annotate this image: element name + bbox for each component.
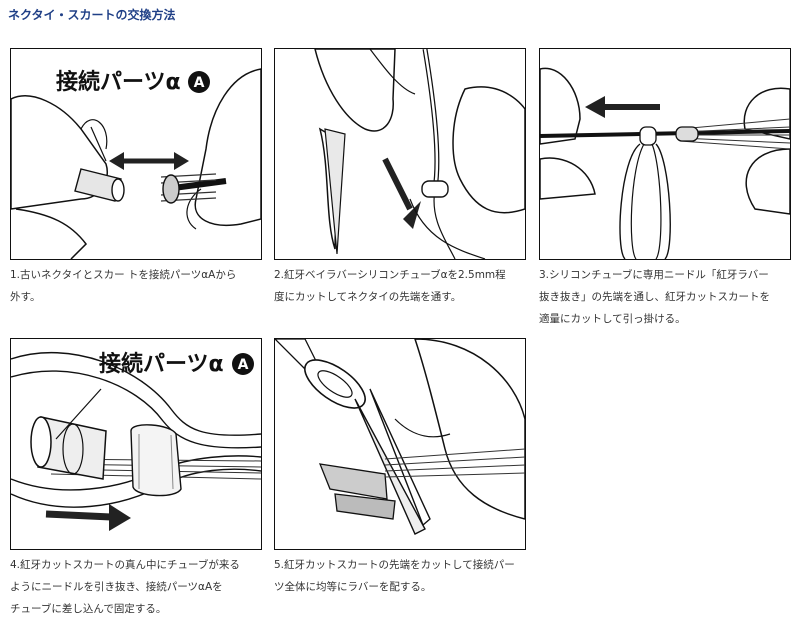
step-5-caption: 5.紅牙カットスカートの先端をカットして接続パー ツ全体に均等にラバーを配する。: [274, 554, 526, 598]
step-1-caption-line-1: 1.古いネクタイとスカー トを接続パーツαAから: [10, 269, 237, 281]
step-4-caption-line-3: チューブに差し込んで固定する。: [10, 603, 167, 615]
step-4-part-label: 接続パーツα: [99, 351, 224, 377]
step-3-illustration: [539, 48, 791, 260]
step-2-illustration: [274, 48, 526, 260]
step-4-badge: A: [238, 357, 249, 373]
step-3-caption-line-1: 3.シリコンチューブに専用ニードル「紅牙ラバー: [539, 269, 769, 281]
step-3-caption-line-3: 適量にカットして引っ掛ける。: [539, 313, 686, 325]
step-3-caption-line-2: 抜き抜き」の先端を通し、紅牙カットスカートを: [539, 291, 770, 303]
step-2-caption-line-2: 度にカットしてネクタイの先端を通す。: [274, 291, 462, 303]
step-5-caption-line-1: 5.紅牙カットスカートの先端をカットして接続パー: [274, 559, 515, 571]
step-4-illustration: 接続パーツα A: [10, 338, 262, 550]
step-1-caption-line-2: 外す。: [10, 291, 41, 303]
step-2-caption: 2.紅牙ベイラバーシリコンチューブαを2.5mm程 度にカットしてネクタイの先端…: [274, 264, 526, 308]
page-title: ネクタイ・スカートの交換方法: [8, 8, 176, 22]
step-1-badge: A: [194, 75, 205, 91]
step-5-caption-line-2: ツ全体に均等にラバーを配する。: [274, 581, 432, 593]
step-1-badge-circle: [188, 71, 210, 93]
step-4-caption-line-1: 4.紅牙カットスカートの真ん中にチューブが来る: [10, 559, 240, 571]
step-4-caption-line-2: ようにニードルを引き抜き、接続パーツαAを: [10, 581, 223, 593]
step-4-badge-circle: [232, 353, 254, 375]
step-1-caption: 1.古いネクタイとスカー トを接続パーツαAから 外す。: [10, 264, 262, 308]
step-1-part-label: 接続パーツα: [56, 69, 181, 95]
step-2-caption-line-1: 2.紅牙ベイラバーシリコンチューブαを2.5mm程: [274, 269, 506, 281]
step-3-caption: 3.シリコンチューブに専用ニードル「紅牙ラバー 抜き抜き」の先端を通し、紅牙カッ…: [539, 264, 791, 330]
step-1-illustration: 接続パーツα A: [10, 48, 262, 260]
step-4-caption: 4.紅牙カットスカートの真ん中にチューブが来る ようにニードルを引き抜き、接続パ…: [10, 554, 262, 620]
step-5-illustration: [274, 338, 526, 550]
